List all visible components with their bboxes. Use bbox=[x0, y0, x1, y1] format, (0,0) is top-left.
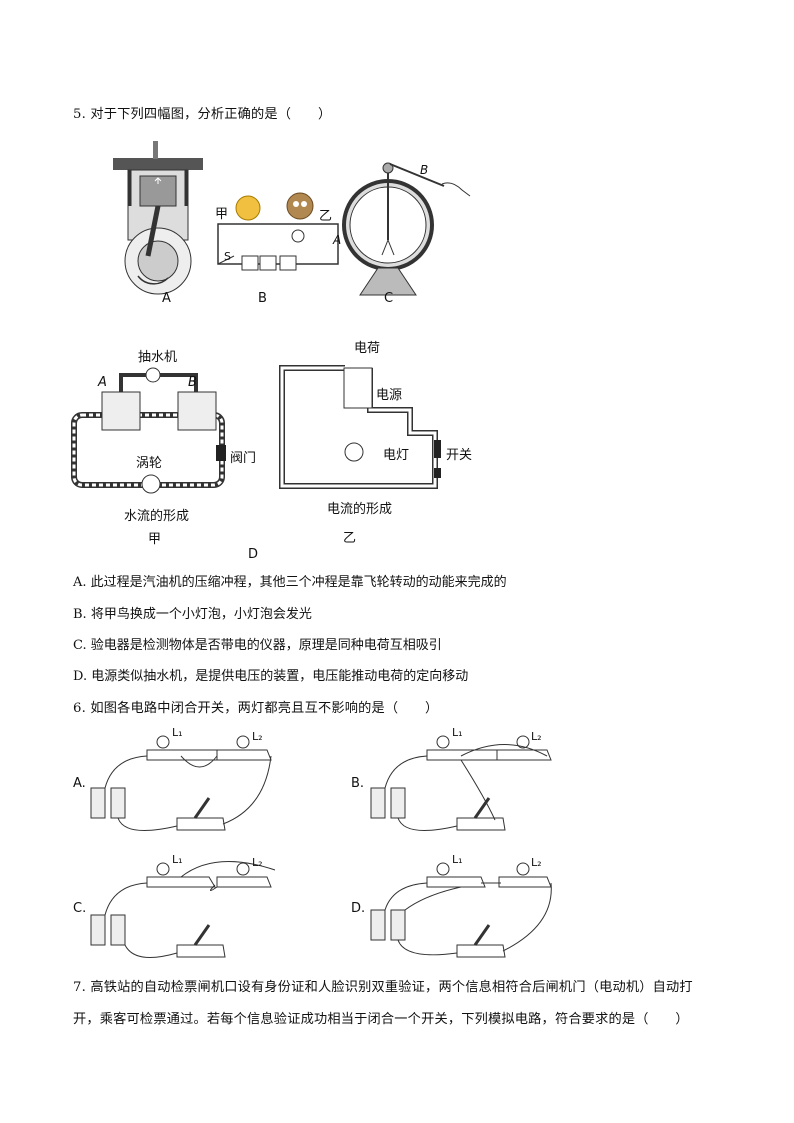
figure-b-point-a-label: A bbox=[333, 233, 342, 247]
question-7-line-2: 开，乘客可检票通过。若每个信息验证成功相当于闭合一个开关，下列模拟电路，符合要求… bbox=[73, 1012, 689, 1027]
electric-sub-label: 乙 bbox=[343, 531, 357, 546]
figure-b-s-label: S bbox=[224, 250, 231, 263]
question-6-stem: 6. 如图各电路中闭合开关，两灯都亮且互不影响的是（ ） bbox=[73, 701, 439, 716]
water-valve-label: 阀门 bbox=[230, 451, 257, 466]
lamp-label: 电灯 bbox=[383, 448, 410, 463]
charge-label: 电荷 bbox=[354, 341, 381, 356]
water-a-label: A bbox=[98, 375, 107, 390]
water-b-label: B bbox=[188, 375, 197, 390]
figure-b-label: B bbox=[258, 291, 267, 306]
water-sub-label: 甲 bbox=[148, 532, 162, 547]
circuit-option-a bbox=[90, 735, 272, 831]
q6-option-a-label[interactable]: A. bbox=[73, 776, 86, 791]
circuit-option-c bbox=[90, 861, 276, 958]
figure-d-label: D bbox=[248, 547, 259, 562]
q5-option-c[interactable]: C. 验电器是检测物体是否带电的仪器，原理是同种电荷互相吸引 bbox=[73, 638, 442, 653]
figure-c-electroscope bbox=[342, 162, 471, 296]
question-5-stem: 5. 对于下列四幅图，分析正确的是（ ） bbox=[73, 107, 332, 122]
figure-d-electric-circuit bbox=[279, 365, 441, 489]
q6-a-l2: L₂ bbox=[252, 730, 263, 743]
figure-b-birds-circuit bbox=[217, 192, 339, 271]
figure-d-water-circuit bbox=[71, 367, 226, 494]
q6-option-d-label[interactable]: D. bbox=[351, 901, 366, 916]
figure-a-engine bbox=[113, 141, 203, 295]
q6-option-b-label[interactable]: B. bbox=[351, 776, 365, 791]
figure-c-point-b-label: B bbox=[420, 163, 429, 177]
water-caption: 水流的形成 bbox=[124, 509, 190, 524]
water-pump-label: 抽水机 bbox=[138, 350, 178, 365]
circuit-option-d bbox=[370, 862, 552, 958]
q6-c-l2: L₂ bbox=[252, 856, 263, 869]
figure-c-label: C bbox=[384, 291, 394, 306]
q6-b-l2: L₂ bbox=[531, 730, 542, 743]
q5-option-b[interactable]: B. 将甲鸟换成一个小灯泡，小灯泡会发光 bbox=[73, 607, 312, 622]
electric-caption: 电流的形成 bbox=[327, 502, 393, 517]
q6-option-c-label[interactable]: C. bbox=[73, 901, 87, 916]
q5-option-d[interactable]: D. 电源类似抽水机，是提供电压的装置，电压能推动电荷的定向移动 bbox=[73, 669, 469, 684]
source-label: 电源 bbox=[376, 388, 403, 403]
q6-d-l1: L₁ bbox=[452, 853, 463, 866]
q6-b-l1: L₁ bbox=[452, 726, 463, 739]
circuit-option-b bbox=[370, 735, 552, 831]
question-7-line-1: 7. 高铁站的自动检票闸机口设有身份证和人脸识别双重验证，两个信息相符合后闸机门… bbox=[73, 980, 693, 995]
q6-d-l2: L₂ bbox=[531, 856, 542, 869]
circuit-drawing bbox=[90, 735, 272, 831]
figure-b-yi-label: 乙 bbox=[319, 209, 333, 224]
switch-label: 开关 bbox=[446, 448, 473, 463]
water-turbine-label: 涡轮 bbox=[136, 456, 163, 471]
figure-a-label: A bbox=[162, 291, 171, 306]
q6-c-l1: L₁ bbox=[172, 853, 183, 866]
figure-b-jia-label: 甲 bbox=[215, 207, 229, 222]
q5-option-a[interactable]: A. 此过程是汽油机的压缩冲程，其他三个冲程是靠飞轮转动的动能来完成的 bbox=[73, 575, 507, 590]
q6-a-l1: L₁ bbox=[172, 726, 183, 739]
